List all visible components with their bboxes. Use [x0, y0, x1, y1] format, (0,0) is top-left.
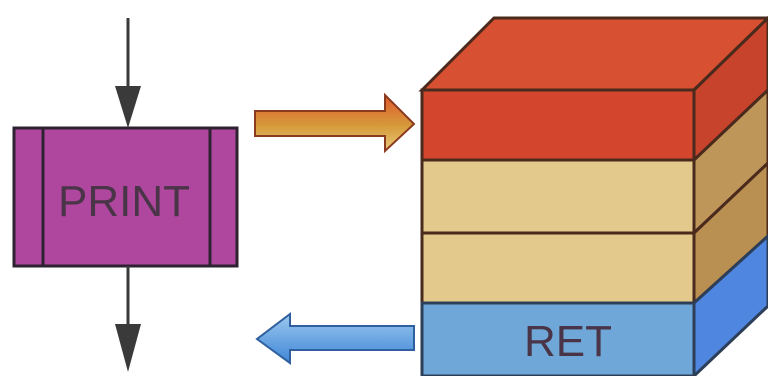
print-label: PRINT	[58, 177, 190, 226]
return-arrow	[255, 311, 415, 365]
print-subroutine-box: PRINT	[12, 126, 239, 268]
call-arrow	[254, 92, 416, 154]
stack-layer-1	[420, 88, 696, 162]
stack-side-3	[692, 160, 768, 307]
flow-out-arrow	[115, 266, 141, 372]
stack-side-1	[692, 15, 768, 164]
flow-in-arrow	[115, 18, 141, 128]
stack-layer-4	[420, 301, 696, 376]
stack-layer-2	[420, 158, 696, 235]
stack-side-2	[692, 87, 768, 237]
return-stack: RET	[418, 15, 768, 376]
stack-side-4	[692, 233, 768, 376]
stack-layer-3	[420, 231, 696, 305]
ret-label: RET	[524, 317, 612, 366]
